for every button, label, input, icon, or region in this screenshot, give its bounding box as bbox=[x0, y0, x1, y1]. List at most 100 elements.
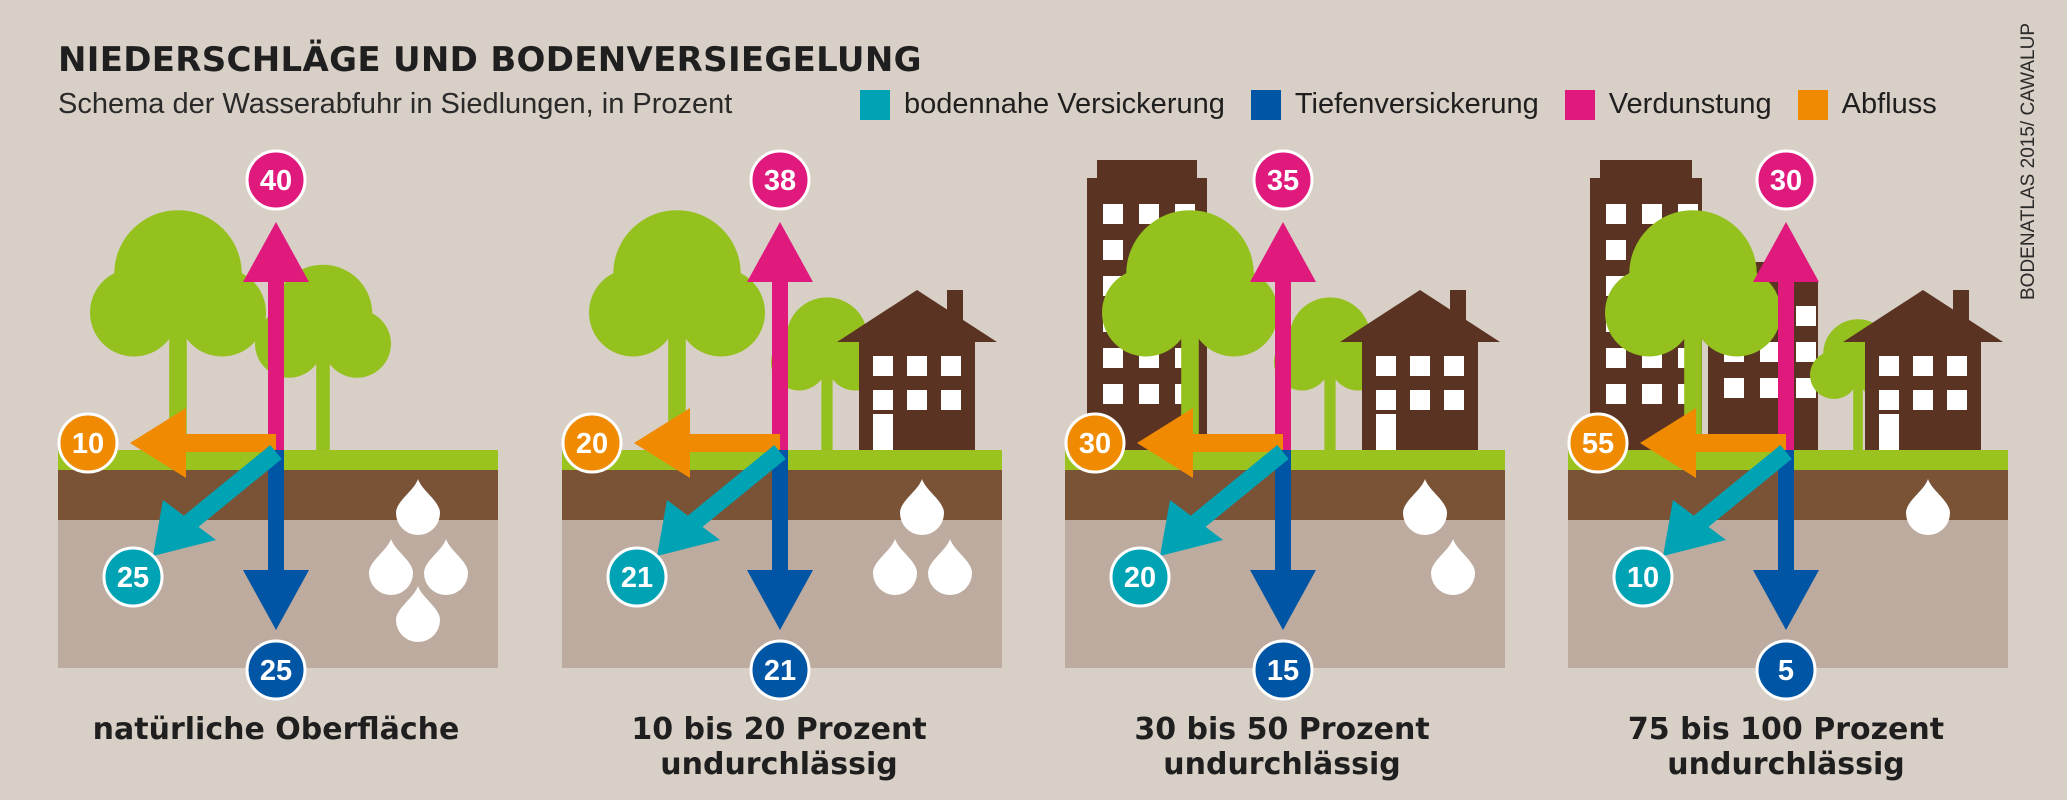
tiefen-arrow-shaft bbox=[1275, 450, 1291, 570]
verdunstung-badge-value: 40 bbox=[260, 165, 292, 197]
legend-item-tiefen: Tiefenversickerung bbox=[1250, 88, 1539, 121]
bodennahe-arrow-head bbox=[153, 500, 216, 556]
bodennahe-arrow-head bbox=[1160, 500, 1223, 556]
legend-label: bodennahe Versickerung bbox=[904, 88, 1225, 120]
legend-item-bodennahe: bodennahe Versickerung bbox=[860, 88, 1225, 121]
tree-trunk bbox=[1324, 359, 1336, 450]
house-window bbox=[1913, 356, 1933, 376]
house-window bbox=[941, 356, 961, 376]
abfluss-badge-value: 10 bbox=[72, 428, 104, 460]
abfluss-arrow-shaft bbox=[186, 434, 276, 452]
house bbox=[837, 290, 997, 450]
verdunstung-arrow-shaft bbox=[772, 282, 788, 450]
tiefen-badge-value: 15 bbox=[1267, 655, 1299, 687]
house-window bbox=[1376, 356, 1396, 376]
bodennahe-arrow-shaft bbox=[1682, 445, 1792, 539]
house-door bbox=[873, 414, 893, 450]
legend-label: Abfluss bbox=[1841, 88, 1937, 120]
verdunstung-arrow-head bbox=[1250, 222, 1316, 282]
abfluss-arrow-head bbox=[130, 408, 186, 478]
panel-label-3: 30 bis 50 Prozent undurchlässig bbox=[1134, 712, 1430, 782]
tree-crown bbox=[1190, 268, 1278, 357]
verdunstung-arrow-shaft bbox=[1275, 282, 1291, 450]
tree bbox=[589, 210, 765, 450]
tiefen-arrow-head bbox=[1250, 570, 1316, 630]
tree-crown bbox=[677, 268, 765, 357]
building-window bbox=[1724, 378, 1744, 398]
house-window bbox=[1376, 390, 1396, 410]
bodennahe-badge-circle bbox=[1612, 546, 1674, 608]
house-window bbox=[1410, 390, 1430, 410]
tiefen-arrow-shaft bbox=[268, 450, 284, 570]
building-window bbox=[1103, 240, 1123, 260]
tree-crown bbox=[1693, 268, 1781, 357]
house-window bbox=[1410, 356, 1430, 376]
tree-crown bbox=[178, 268, 266, 357]
building-window bbox=[1606, 348, 1626, 368]
page-title: NIEDERSCHLÄGE UND BODENVERSIEGELUNG bbox=[58, 40, 922, 80]
tiefen-badge-value: 21 bbox=[764, 655, 796, 687]
tree-crown bbox=[1102, 268, 1190, 357]
legend-swatch-blue bbox=[1250, 89, 1281, 120]
house-roof bbox=[1340, 290, 1500, 342]
tiefen-badge-circle bbox=[1252, 639, 1314, 701]
bodennahe-badge-value: 10 bbox=[1627, 562, 1659, 594]
building-window bbox=[1103, 204, 1123, 224]
house-window bbox=[1879, 356, 1899, 376]
tiefen-arrow-shaft bbox=[1778, 450, 1794, 570]
house-window bbox=[1947, 356, 1967, 376]
bodennahe-badge-circle bbox=[102, 546, 164, 608]
building-roof bbox=[1600, 160, 1692, 180]
house-door bbox=[1879, 414, 1899, 450]
legend-label: Verdunstung bbox=[1608, 88, 1772, 120]
tiefen-badge-circle bbox=[749, 639, 811, 701]
bodennahe-badge-circle bbox=[1109, 546, 1171, 608]
house-window bbox=[1879, 390, 1899, 410]
house-window bbox=[873, 390, 893, 410]
legend-swatch-orange bbox=[1797, 89, 1828, 120]
tiefen-arrow-head bbox=[1753, 570, 1819, 630]
house-window bbox=[1913, 390, 1933, 410]
tree-crown bbox=[1605, 268, 1693, 357]
tree-crown bbox=[90, 268, 178, 357]
building-window bbox=[1796, 342, 1816, 362]
house bbox=[1843, 290, 2003, 450]
verdunstung-badge-circle bbox=[1755, 149, 1817, 211]
building-window bbox=[1606, 204, 1626, 224]
bodennahe-badge-value: 21 bbox=[621, 562, 653, 594]
verdunstung-arrow-head bbox=[1753, 222, 1819, 282]
water-drop bbox=[1403, 479, 1447, 535]
panel-label-2: 10 bis 20 Prozent undurchlässig bbox=[631, 712, 927, 782]
house-window bbox=[907, 356, 927, 376]
water-drop bbox=[396, 586, 440, 642]
water-drop bbox=[1431, 539, 1475, 595]
abfluss-arrow-head bbox=[1137, 408, 1193, 478]
abfluss-arrow-shaft bbox=[1696, 434, 1786, 452]
tree-crown bbox=[589, 268, 677, 357]
verdunstung-badge-circle bbox=[749, 149, 811, 211]
water-drop bbox=[1906, 479, 1950, 535]
building-window bbox=[1642, 204, 1662, 224]
legend-swatch-magenta bbox=[1564, 89, 1595, 120]
tree-crown bbox=[255, 309, 323, 378]
bodennahe-arrow-head bbox=[1663, 500, 1726, 556]
legend-swatch-teal bbox=[860, 89, 890, 120]
legend-item-abfluss: Abfluss bbox=[1797, 88, 1937, 121]
abfluss-badge-value: 55 bbox=[1582, 428, 1614, 460]
house-window bbox=[873, 356, 893, 376]
tree bbox=[90, 210, 266, 450]
tree bbox=[1102, 210, 1278, 450]
building-window bbox=[1139, 384, 1159, 404]
tiefen-badge-circle bbox=[1755, 639, 1817, 701]
tiefen-badge-value: 25 bbox=[260, 655, 292, 687]
bodennahe-badge-value: 20 bbox=[1124, 562, 1156, 594]
bodennahe-badge-circle bbox=[606, 546, 668, 608]
building-window bbox=[1760, 378, 1780, 398]
building-window bbox=[1103, 384, 1123, 404]
tiefen-arrow-head bbox=[243, 570, 309, 630]
house-window bbox=[907, 390, 927, 410]
